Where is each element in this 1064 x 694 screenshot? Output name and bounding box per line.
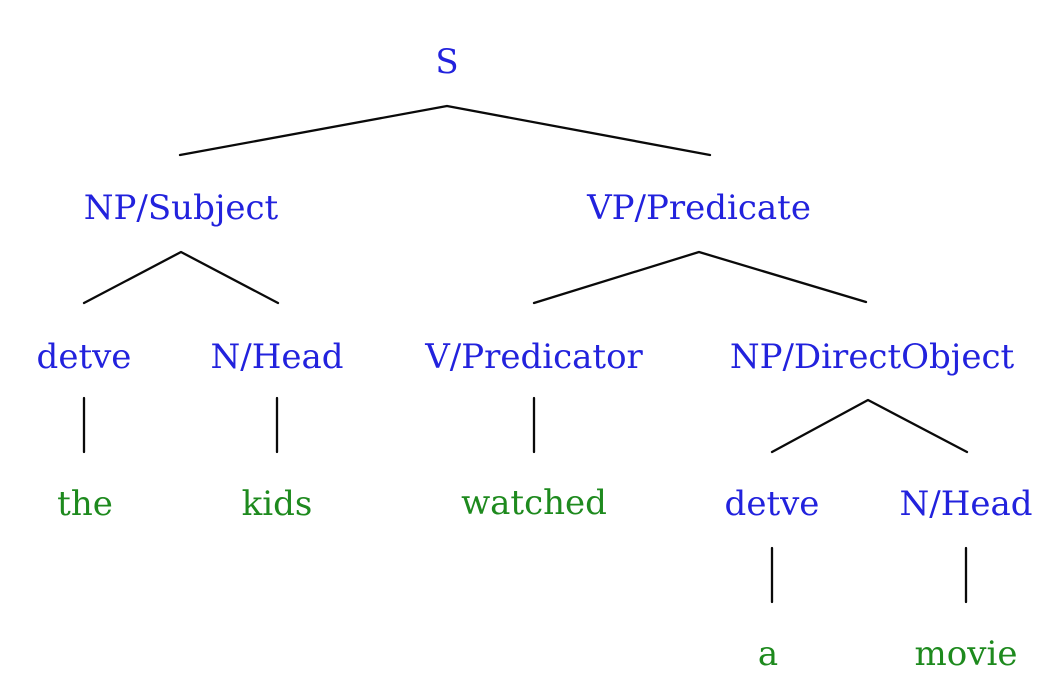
node-np-direct-object: NP/DirectObject [729, 337, 1015, 377]
leaf-the: the [57, 484, 113, 524]
leaf-kids: kids [241, 484, 313, 524]
leaf-a: a [757, 634, 779, 674]
node-v-predicator: V/Predicator [425, 337, 643, 377]
edge-npsubj-to-children [82, 250, 280, 305]
edge-vppred-to-children [532, 250, 868, 305]
node-s: S [435, 42, 459, 82]
edge-s-to-np-vp [178, 104, 712, 157]
node-detve-2: detve [724, 484, 820, 524]
node-vp-predicate: VP/Predicate [587, 188, 811, 228]
node-detve-1: detve [36, 337, 132, 377]
node-n-head-2: N/Head [899, 484, 1033, 524]
node-n-head-1: N/Head [210, 337, 344, 377]
leaf-movie: movie [914, 634, 1018, 674]
node-np-subject: NP/Subject [83, 188, 279, 228]
leaf-watched: watched [461, 483, 607, 523]
edge-npdo-to-children [770, 398, 969, 454]
